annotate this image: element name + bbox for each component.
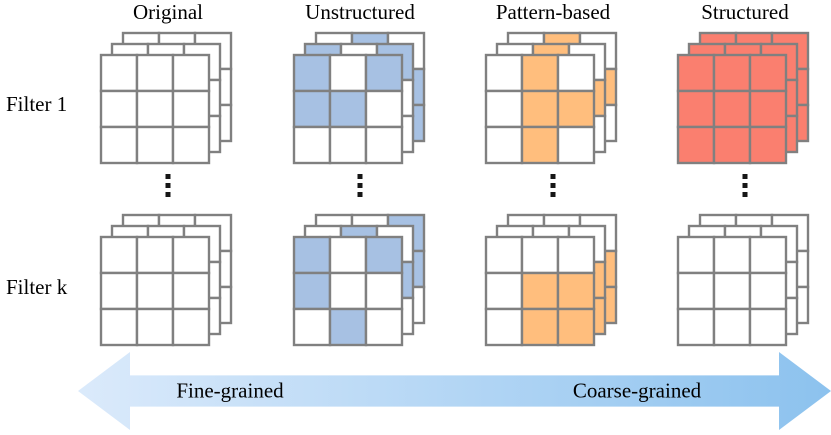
vertical-ellipsis-icon bbox=[742, 174, 748, 197]
filter-layer bbox=[292, 235, 404, 347]
column-header-pattern-based: Pattern-based bbox=[495, 0, 611, 24]
filter-stack-unstructured-filter-1 bbox=[291, 30, 427, 166]
arrow-label-right: Coarse-grained bbox=[572, 378, 702, 403]
filter-layer bbox=[676, 53, 788, 165]
filter-stack-original-filter-k bbox=[98, 212, 234, 348]
filter-layer bbox=[99, 53, 211, 165]
filter-stack-structured-filter-k bbox=[675, 212, 811, 348]
column-header-structured: Structured bbox=[701, 0, 789, 24]
filter-stack-original-filter-1 bbox=[98, 30, 234, 166]
vertical-ellipsis-icon bbox=[550, 174, 556, 197]
filter-stack-unstructured-filter-k bbox=[291, 212, 427, 348]
granularity-scale-arrow bbox=[78, 352, 831, 430]
filter-stack-pattern-based-filter-k bbox=[483, 212, 619, 348]
row-label-filter-1: Filter 1 bbox=[6, 92, 68, 116]
filter-layer bbox=[484, 53, 596, 165]
row-label-filter-k: Filter k bbox=[6, 275, 68, 299]
filter-layer bbox=[99, 235, 211, 347]
filter-stack-pattern-based-filter-1 bbox=[483, 30, 619, 166]
column-header-unstructured: Unstructured bbox=[305, 0, 415, 24]
filter-layer bbox=[484, 235, 596, 347]
filter-stack-structured-filter-1 bbox=[675, 30, 811, 166]
column-header-original: Original bbox=[133, 0, 203, 24]
arrow-label-left: Fine-grained bbox=[176, 378, 284, 403]
filter-layer bbox=[676, 235, 788, 347]
vertical-ellipsis-icon bbox=[357, 174, 363, 197]
filter-layer bbox=[292, 53, 404, 165]
vertical-ellipsis-icon bbox=[165, 174, 171, 197]
